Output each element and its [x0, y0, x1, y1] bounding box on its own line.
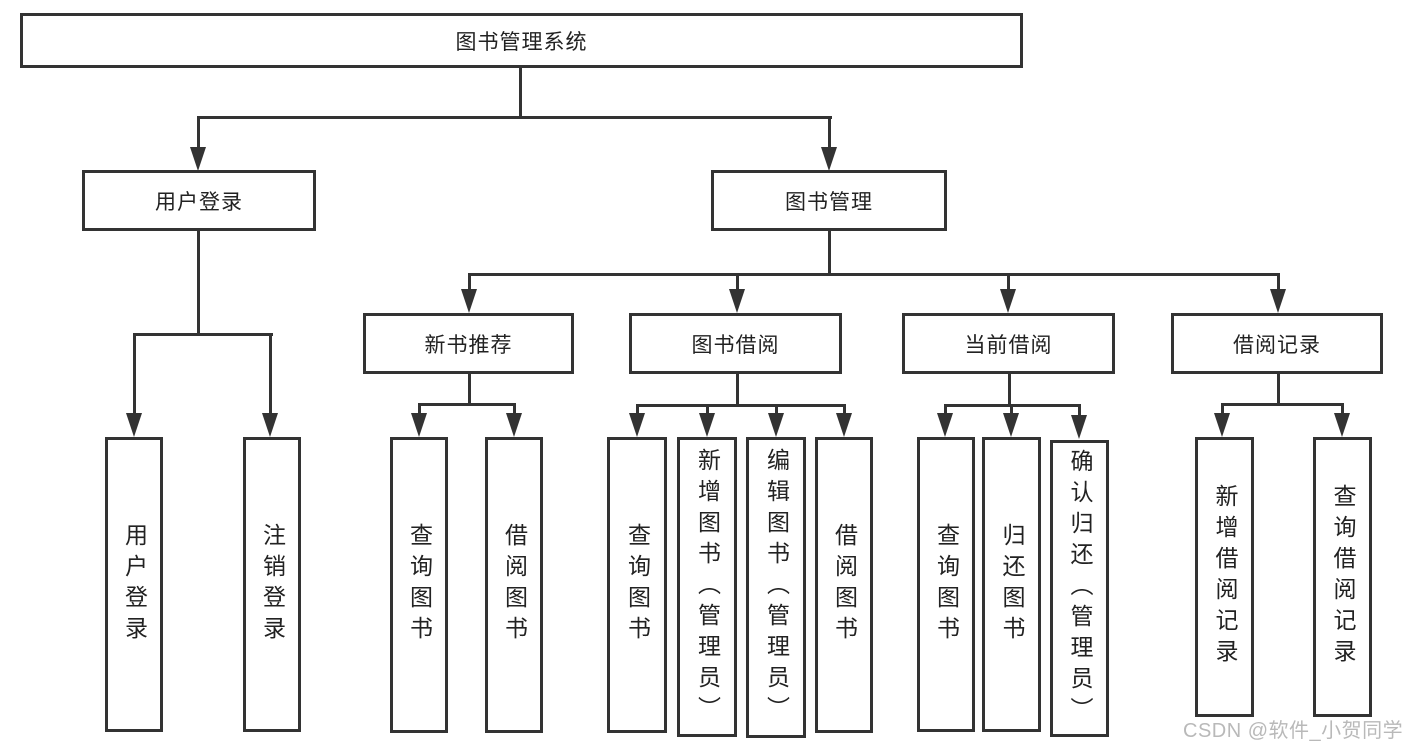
connector-line — [706, 404, 709, 417]
node-login-user: 用户登录 — [105, 437, 163, 732]
connector-line — [197, 116, 200, 148]
node-bb-borrow-books-label: 借阅图书 — [831, 523, 858, 647]
connector-line — [736, 374, 739, 407]
arrowhead-down-icon — [411, 413, 427, 437]
node-cb-query-books-label: 查询图书 — [933, 522, 960, 647]
node-current-borrow: 当前借阅 — [902, 313, 1115, 374]
node-cb-confirm-return-label: 确认归还（管理员） — [1067, 449, 1093, 728]
arrowhead-down-icon — [461, 289, 477, 313]
arrowhead-down-icon — [836, 413, 852, 437]
arrowhead-down-icon — [768, 413, 784, 437]
connector-line — [519, 68, 522, 119]
connector-line — [468, 374, 471, 406]
connector-line — [1007, 273, 1010, 291]
node-book-management: 图书管理 — [711, 170, 947, 231]
connector-line — [636, 404, 639, 417]
node-book-borrow: 图书借阅 — [629, 313, 842, 374]
node-rec-borrow-books: 借阅图书 — [485, 437, 543, 733]
arrowhead-down-icon — [262, 413, 278, 437]
connector-line — [1221, 403, 1224, 417]
connector-line — [418, 403, 516, 406]
arrowhead-down-icon — [1003, 413, 1019, 437]
connector-line — [828, 116, 831, 148]
node-root-label: 图书管理系统 — [455, 30, 588, 54]
node-bb-edit-books-label: 编辑图书（管理员） — [763, 448, 790, 727]
node-book-borrow-label: 图书借阅 — [691, 333, 780, 357]
node-bb-query-books-label: 查询图书 — [624, 523, 651, 647]
node-bb-borrow-books: 借阅图书 — [815, 437, 873, 733]
node-borrow-records-label: 借阅记录 — [1233, 333, 1321, 357]
node-cb-return-books: 归还图书 — [982, 437, 1041, 732]
node-user-login-label: 用户登录 — [155, 190, 243, 214]
arrowhead-down-icon — [506, 413, 522, 437]
node-bb-query-books: 查询图书 — [607, 437, 667, 733]
connector-line — [843, 404, 846, 417]
node-bb-edit-books: 编辑图书（管理员） — [746, 437, 806, 738]
node-rec-borrow-books-label: 借阅图书 — [501, 523, 528, 647]
node-cb-return-books-label: 归还图书 — [999, 522, 1025, 647]
arrowhead-down-icon — [821, 147, 837, 171]
connector-line — [636, 404, 846, 407]
node-user-login: 用户登录 — [82, 170, 316, 231]
connector-line — [468, 273, 1280, 276]
connector-line — [197, 231, 200, 336]
node-cb-query-books: 查询图书 — [917, 437, 975, 732]
connector-line — [828, 231, 831, 276]
node-book-management-label: 图书管理 — [785, 190, 873, 214]
arrowhead-down-icon — [729, 289, 745, 313]
node-new-book-recommend-label: 新书推荐 — [424, 333, 513, 357]
node-br-query-record-label: 查询借阅记录 — [1330, 484, 1356, 670]
arrowhead-down-icon — [190, 147, 206, 171]
watermark-text: CSDN @软件_小贺同学 — [1183, 720, 1404, 742]
connector-line — [944, 404, 947, 417]
node-current-borrow-label: 当前借阅 — [964, 333, 1053, 357]
connector-line — [418, 403, 421, 417]
connector-line — [775, 404, 778, 417]
arrowhead-down-icon — [1334, 413, 1350, 437]
node-rec-query-books: 查询图书 — [390, 437, 448, 733]
node-cb-confirm-return: 确认归还（管理员） — [1050, 440, 1109, 737]
arrowhead-down-icon — [629, 413, 645, 437]
node-new-book-recommend: 新书推荐 — [363, 313, 574, 374]
connector-line — [736, 273, 739, 291]
arrowhead-down-icon — [699, 413, 715, 437]
arrowhead-down-icon — [1214, 413, 1230, 437]
node-br-add-record-label: 新增借阅记录 — [1212, 484, 1238, 670]
connector-line — [468, 273, 471, 291]
node-br-add-record: 新增借阅记录 — [1195, 437, 1254, 717]
node-root: 图书管理系统 — [20, 13, 1023, 68]
node-borrow-records: 借阅记录 — [1171, 313, 1383, 374]
arrowhead-down-icon — [1000, 289, 1016, 313]
connector-line — [1277, 374, 1280, 406]
connector-line — [513, 403, 516, 417]
arrowhead-down-icon — [937, 413, 953, 437]
node-br-query-record: 查询借阅记录 — [1313, 437, 1372, 717]
node-bb-add-books-label: 新增图书（管理员） — [694, 447, 721, 727]
node-logout: 注销登录 — [243, 437, 301, 732]
connector-line — [133, 333, 273, 336]
node-login-user-label: 用户登录 — [121, 522, 148, 647]
arrowhead-down-icon — [1071, 415, 1087, 439]
connector-line — [1010, 404, 1013, 417]
connector-line — [269, 333, 272, 414]
connector-line — [1221, 403, 1344, 406]
connector-line — [1277, 273, 1280, 291]
node-bb-add-books: 新增图书（管理员） — [677, 437, 737, 737]
connector-line — [1078, 404, 1081, 417]
connector-line — [133, 333, 136, 414]
arrowhead-down-icon — [1270, 289, 1286, 313]
node-logout-label: 注销登录 — [259, 522, 286, 647]
connector-line — [1341, 403, 1344, 417]
connector-line — [197, 116, 832, 119]
connector-line — [1008, 374, 1011, 407]
arrowhead-down-icon — [126, 413, 142, 437]
node-rec-query-books-label: 查询图书 — [406, 523, 433, 647]
